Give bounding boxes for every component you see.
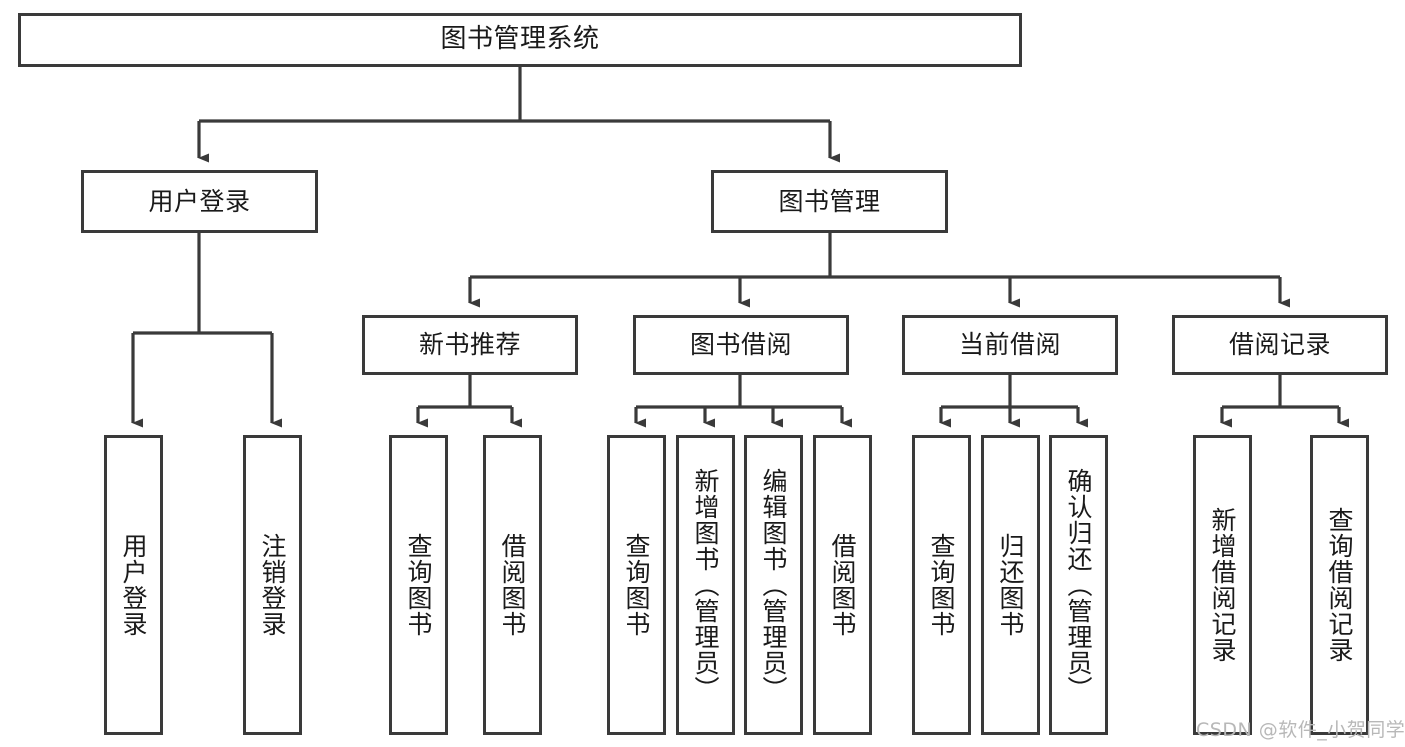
node-book-borrow[interactable]: 图书借阅 bbox=[633, 315, 849, 375]
node-leaf-borrow-book-1[interactable]: 借阅图书 bbox=[483, 435, 542, 735]
node-current-borrow[interactable]: 当前借阅 bbox=[902, 315, 1118, 375]
node-leaf-return-book[interactable]: 归还图书 bbox=[981, 435, 1040, 735]
node-current-borrow-label: 当前借阅 bbox=[958, 330, 1061, 359]
node-leaf-confirm-return-label: 确认归还（管理员） bbox=[1064, 468, 1093, 702]
node-leaf-query-book-3[interactable]: 查询图书 bbox=[912, 435, 971, 735]
node-new-book-recommend[interactable]: 新书推荐 bbox=[362, 315, 578, 375]
node-book-manage[interactable]: 图书管理 bbox=[711, 170, 948, 233]
node-leaf-edit-book[interactable]: 编辑图书（管理员） bbox=[744, 435, 803, 735]
csdn-watermark: CSDN @软件_小贺同学 bbox=[1196, 719, 1405, 741]
node-leaf-borrow-book-2-label: 借阅图书 bbox=[828, 533, 857, 637]
node-borrow-record[interactable]: 借阅记录 bbox=[1172, 315, 1388, 375]
node-borrow-record-label: 借阅记录 bbox=[1228, 330, 1331, 359]
node-root-system-label: 图书管理系统 bbox=[440, 24, 600, 55]
node-leaf-add-book-label: 新增图书（管理员） bbox=[691, 468, 720, 702]
node-leaf-query-book-2-label: 查询图书 bbox=[622, 533, 651, 637]
node-root-system[interactable]: 图书管理系统 bbox=[18, 13, 1022, 67]
node-leaf-user-login-label: 用户登录 bbox=[119, 533, 148, 637]
node-leaf-query-record-label: 查询借阅记录 bbox=[1325, 507, 1354, 663]
node-leaf-borrow-book-2[interactable]: 借阅图书 bbox=[813, 435, 872, 735]
node-leaf-return-book-label: 归还图书 bbox=[996, 533, 1025, 637]
node-leaf-confirm-return[interactable]: 确认归还（管理员） bbox=[1049, 435, 1108, 735]
node-user-login[interactable]: 用户登录 bbox=[81, 170, 318, 233]
node-book-manage-label: 图书管理 bbox=[778, 186, 881, 216]
node-leaf-edit-book-label: 编辑图书（管理员） bbox=[759, 468, 788, 702]
node-leaf-query-book-1-label: 查询图书 bbox=[404, 533, 433, 637]
node-user-login-label: 用户登录 bbox=[148, 186, 251, 216]
node-leaf-query-record[interactable]: 查询借阅记录 bbox=[1310, 435, 1369, 735]
node-leaf-query-book-3-label: 查询图书 bbox=[927, 533, 956, 637]
node-leaf-add-record[interactable]: 新增借阅记录 bbox=[1193, 435, 1252, 735]
node-leaf-borrow-book-1-label: 借阅图书 bbox=[498, 533, 527, 637]
node-book-borrow-label: 图书借阅 bbox=[689, 330, 792, 359]
node-new-book-recommend-label: 新书推荐 bbox=[418, 330, 521, 359]
node-leaf-query-book-1[interactable]: 查询图书 bbox=[389, 435, 448, 735]
node-leaf-query-book-2[interactable]: 查询图书 bbox=[607, 435, 666, 735]
node-leaf-add-book[interactable]: 新增图书（管理员） bbox=[676, 435, 735, 735]
node-leaf-add-record-label: 新增借阅记录 bbox=[1208, 507, 1237, 663]
node-leaf-user-logout-label: 注销登录 bbox=[258, 533, 287, 637]
node-leaf-user-login[interactable]: 用户登录 bbox=[104, 435, 163, 735]
node-leaf-user-logout[interactable]: 注销登录 bbox=[243, 435, 302, 735]
